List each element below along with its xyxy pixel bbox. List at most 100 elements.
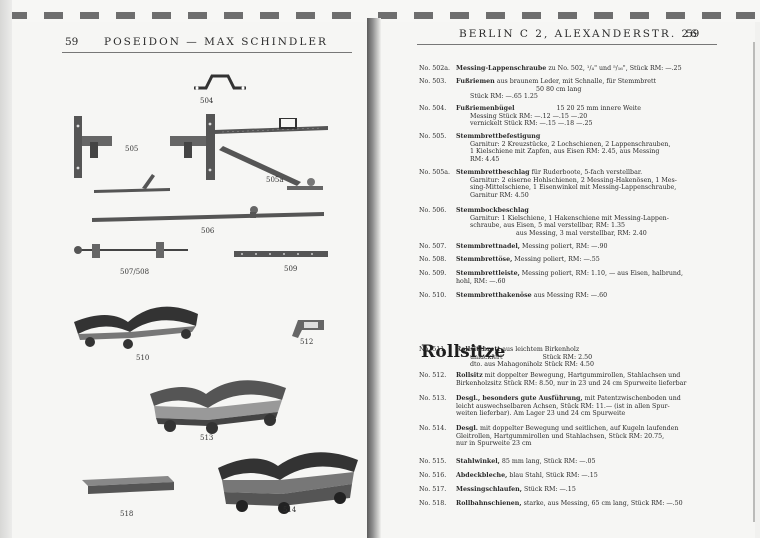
binder-mark (486, 12, 505, 19)
item-number: No. 511. (419, 346, 447, 353)
catalog-entry: No. 505. Stemmbrettbefestigung Garnitur:… (419, 133, 744, 163)
binder-mark (188, 12, 207, 19)
item-number: No. 510. (419, 292, 447, 299)
scan-edge (0, 0, 12, 538)
item-text: weiten lieferbar). Am Lager 23 und 24 cm… (456, 410, 626, 418)
item-title: Desgl., besonders gute Ausführung, (456, 395, 583, 402)
running-head-left: POSEIDON — MAX SCHINDLER (104, 36, 328, 48)
page-number-left: 59 (65, 36, 79, 48)
item-number: No. 509. (419, 270, 447, 277)
catalog-entry: No. 502a. Messing-Lappenschraube zu No. … (419, 65, 744, 73)
binder-mark (224, 12, 243, 19)
figure-505-stretcher-fittings (70, 112, 220, 184)
catalog-entry: No. 517. Messingschlaufen, Stück RM: —.1… (419, 486, 744, 494)
item-text: 50 80 cm lang (536, 85, 582, 93)
catalog-entry: No. 510. Stemmbretthakenöse aus Messing … (419, 292, 744, 300)
item-title: Stemmbockbeschlag (456, 207, 529, 214)
item-title: Desgl. (456, 425, 478, 432)
item-text: für Ruderboote, 5-fach verstellbar. (531, 169, 643, 176)
binder-mark (558, 12, 577, 19)
item-price: aus Messing, 3 mal verstellbar, RM: 2.40 (516, 229, 647, 237)
binder-mark (378, 12, 397, 19)
binder-mark (522, 12, 541, 19)
item-text: sing-Mittelschiene, 1 Eisenwinkel mit Me… (470, 184, 677, 192)
binder-mark (80, 12, 99, 19)
catalog-entry: No. 516. Abdeckbleche, blau Stahl, Stück… (419, 472, 744, 480)
figure-label-513: 513 (200, 434, 214, 442)
figure-505a-stretcher-fitting (217, 146, 327, 194)
item-price: starke, aus Messing, 65 cm lang, Stück R… (523, 500, 683, 507)
figure-label-505: 505 (125, 145, 139, 153)
item-title: Messing-Lappenschraube (456, 65, 547, 72)
book-spine (367, 18, 381, 538)
item-number: No. 505. (419, 133, 447, 140)
figure-label-506: 506 (201, 227, 215, 235)
figure-514-sliding-seat-ball-bearing (212, 440, 362, 516)
right-page: BERLIN C 2, ALEXANDERSTR. 26 59 No. 502a… (381, 22, 755, 538)
figure-label-518: 518 (120, 510, 134, 518)
item-price: blau Stahl, Stück RM: —.15 (509, 472, 598, 479)
item-price: RM: 4.45 (470, 155, 500, 163)
item-price: Stück RM: —.65 1.25 (470, 93, 538, 101)
item-price: Garnitur RM: 4.50 (470, 191, 529, 199)
binder-mark (332, 12, 351, 19)
scan-top-strip (0, 0, 760, 22)
item-price: 85 mm lang, Stück RM: —.05 (501, 458, 596, 465)
figure-504-footrest-bracket (190, 70, 250, 94)
item-title: Messingschlaufen, (456, 486, 522, 493)
item-text: mit doppelter Bewegung, Hartgummirollen,… (484, 372, 681, 379)
figure-label-507-508: 507/508 (120, 268, 150, 276)
item-price: Messing poliert, RM: —.90 (522, 243, 608, 250)
figure-512-sliding-seat (68, 292, 208, 352)
item-number: No. 507. (419, 243, 447, 250)
item-text: Garnitur: 1 Kielschiene, 1 Hakenschiene … (470, 214, 669, 222)
figure-label-509: 509 (284, 265, 298, 273)
catalog-entry: No. 514. Desgl. mit doppelter Bewegung u… (419, 425, 744, 448)
left-page: 59 POSEIDON — MAX SCHINDLER 504 505 505a (12, 22, 367, 538)
figure-513-sliding-seat-deluxe (142, 366, 292, 436)
item-title: Fußriemen (456, 78, 495, 85)
item-price: schraube, aus Eisen, 5 mal verstellbar, … (470, 222, 626, 230)
figure-label-510: 512 (300, 338, 314, 346)
item-number: No. 514. (419, 425, 447, 432)
binder-mark (702, 12, 721, 19)
item-text: 15 20 25 mm innere Weite (556, 105, 642, 112)
figure-510-hook-eye (288, 310, 328, 340)
binder-mark (152, 12, 171, 19)
section-heading: Rollsitze (421, 342, 506, 362)
binder-mark (8, 12, 27, 19)
item-title: Abdeckbleche, (456, 472, 508, 479)
figure-stretcher-rail (212, 118, 330, 138)
item-number: No. 502a. (419, 65, 450, 72)
catalog-entry: No. 505a. Stemmbrettbeschlag für Ruderbo… (419, 169, 744, 199)
item-text: nur in Spurweite 23 cm (456, 440, 532, 448)
item-price: leicht auswechselbaren Achsen, Stück RM:… (456, 402, 670, 410)
figure-507-508-pin-and-eye (72, 240, 192, 262)
item-text: aus leichtem Birkenholz (502, 346, 580, 353)
binder-mark (594, 12, 613, 19)
page-number-right: 59 (686, 28, 700, 40)
binder-mark (296, 12, 315, 19)
item-title: Stemmbrettbeschlag (456, 169, 530, 176)
item-title: Stemmbrettöse, (456, 256, 513, 263)
item-title: Fußriemenbügel (456, 105, 515, 112)
item-title: Stemmbrettleiste, (456, 270, 520, 277)
catalog-entry: No. 504. Fußriemenbügel 15 20 25 mm inne… (419, 105, 744, 128)
item-price: dto. aus Mahagoniholz Stück RM: 4.50 (470, 361, 594, 369)
figure-label-514: 514 (283, 506, 297, 514)
item-number: No. 516. (419, 472, 447, 479)
item-text: aus braunem Leder, mit Schnalle, für Ste… (496, 78, 657, 85)
catalog-entry: No. 506. Stemmbockbeschlag Garnitur: 1 K… (419, 207, 744, 237)
figure-label-512: 510 (136, 354, 150, 362)
figure-506-stretcher-block-rail (90, 206, 326, 226)
item-title: Rollsitz (456, 372, 483, 379)
item-number: No. 506. (419, 207, 447, 214)
catalog-entry: No. 511. Rollsitzbrett aus leichtem Birk… (419, 346, 744, 369)
item-price: hohl, RM: —.60 (456, 277, 506, 285)
item-number: No. 518. (419, 500, 447, 507)
item-price: Stück RM: —.15 (523, 486, 576, 493)
catalog-entry: No. 515. Stahlwinkel, 85 mm lang, Stück … (419, 458, 744, 466)
item-price: aus Messing RM: —.60 (533, 292, 608, 299)
item-number: No. 508. (419, 256, 447, 263)
item-text: mit doppelter Bewegung und seitlichen, a… (480, 425, 679, 432)
